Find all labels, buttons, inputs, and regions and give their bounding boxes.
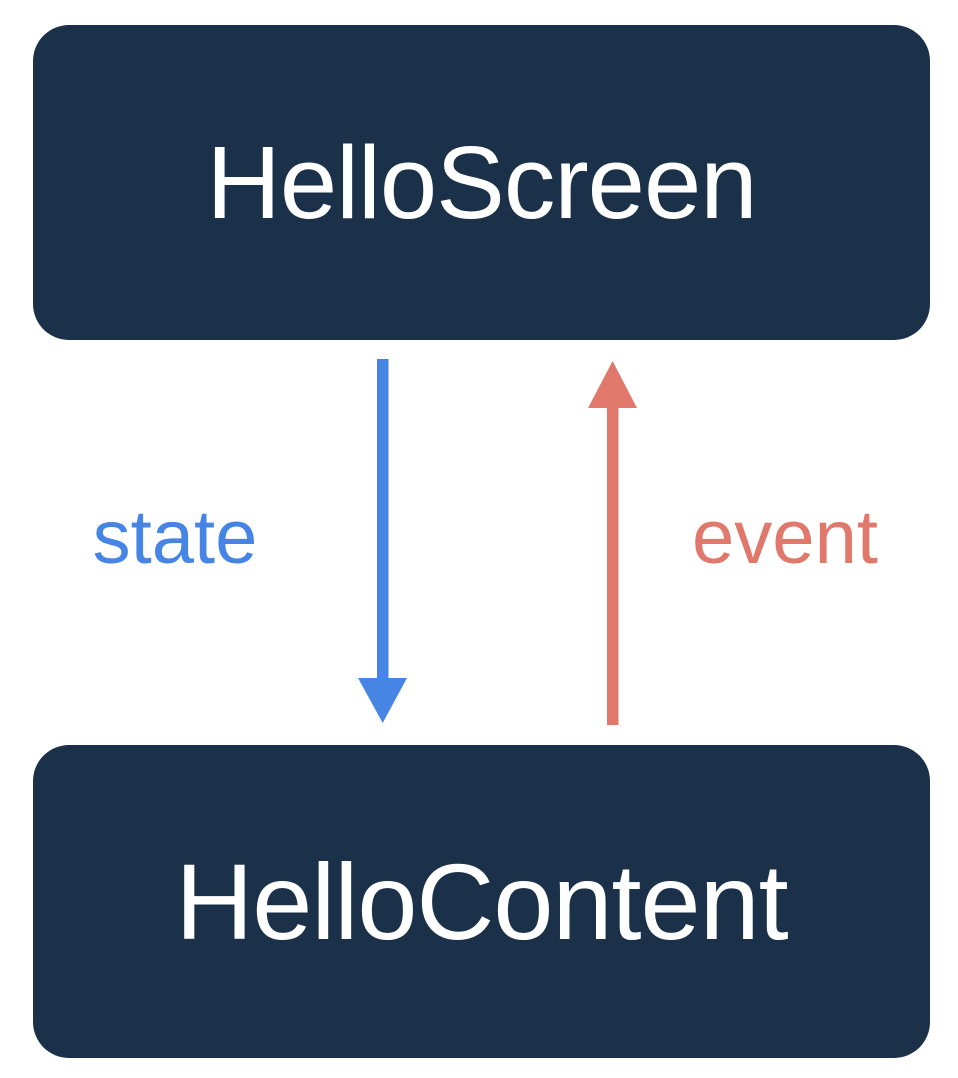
edge-label-event: event <box>692 495 878 580</box>
node-hello-content[interactable]: HelloContent <box>33 745 930 1058</box>
node-hello-content-label: HelloContent <box>175 840 788 962</box>
edge-label-state: state <box>92 495 258 580</box>
node-hello-screen[interactable]: HelloScreen <box>33 25 930 340</box>
node-hello-screen-label: HelloScreen <box>206 125 757 240</box>
state-arrow-down-icon <box>358 359 407 723</box>
